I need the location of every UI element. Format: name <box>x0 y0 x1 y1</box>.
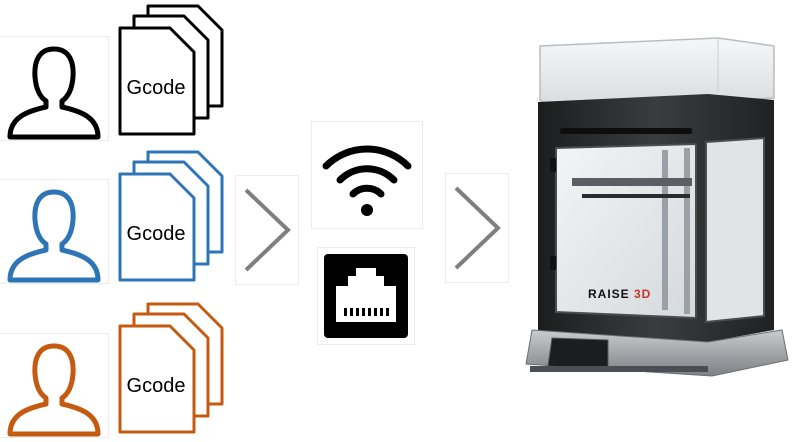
printer-illustration: RAISE 3D <box>525 37 789 377</box>
gcode-file-stack-2: Gcode <box>118 150 224 282</box>
chevron-right-icon <box>244 188 291 272</box>
user-icon <box>7 189 101 283</box>
user-icon <box>7 343 101 437</box>
gcode-file-stack-3: Gcode <box>118 302 224 434</box>
user-tile-1 <box>0 37 108 140</box>
user-tile-2 <box>0 180 108 283</box>
brand-label-main: RAISE <box>588 287 630 301</box>
arrow-tile-2 <box>446 174 508 282</box>
user-icon <box>7 46 101 140</box>
gcode-file-stack-1: Gcode <box>118 4 224 136</box>
gcode-label: Gcode <box>127 375 186 397</box>
gcode-label: Gcode <box>127 223 186 245</box>
chevron-right-icon <box>454 186 501 270</box>
arrow-tile-1 <box>236 176 298 284</box>
ethernet-tile <box>318 248 414 344</box>
wifi-icon <box>322 145 412 216</box>
gcode-label: Gcode <box>127 77 186 99</box>
brand-label-accent: 3D <box>634 287 651 301</box>
user-tile-3 <box>0 334 108 437</box>
ethernet-icon <box>324 254 408 338</box>
wifi-tile <box>312 122 422 228</box>
